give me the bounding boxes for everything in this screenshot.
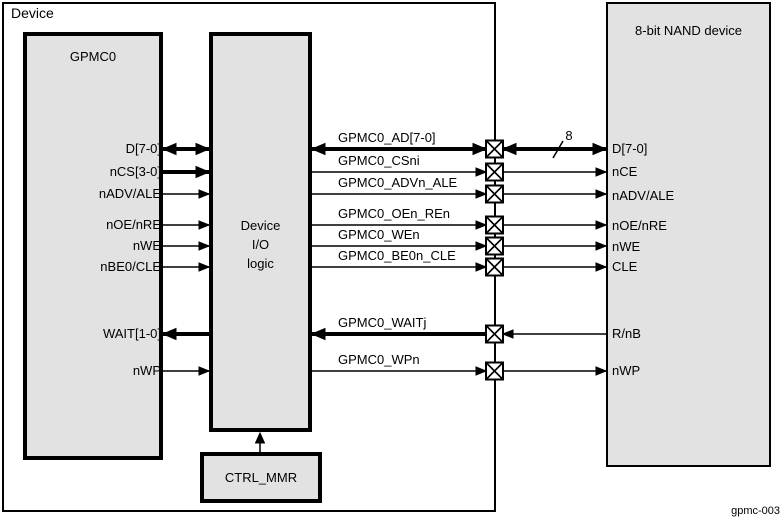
ctrl-mmr-block-title: CTRL_MMR bbox=[224, 470, 298, 485]
nand-pin-label-nwp: nWP bbox=[612, 363, 641, 378]
gpmc-pin-label-d: D[7-0] bbox=[125, 141, 161, 156]
nand-pin-label-d: D[7-0] bbox=[612, 141, 648, 156]
pad-signal-label-wait: GPMC0_WAITj bbox=[338, 315, 427, 330]
pad-signal-label-wp: GPMC0_WPn bbox=[338, 352, 420, 367]
pad-signal-label-adv: GPMC0_ADVn_ALE bbox=[338, 175, 458, 190]
gpmc-pin-label-ncs: nCS[3-0] bbox=[109, 164, 161, 179]
pad-signal-label-cs: GPMC0_CSni bbox=[338, 153, 420, 168]
nand-pin-label-noe: nOE/nRE bbox=[612, 218, 667, 233]
gpmc-pin-label-nwe: nWE bbox=[132, 238, 161, 253]
device-io-logic-title-line1: Device bbox=[240, 218, 281, 233]
gpmc-pin-label-nbe0: nBE0/CLE bbox=[100, 259, 161, 274]
pad-signal-label-oe: GPMC0_OEn_REn bbox=[338, 206, 450, 221]
gpmc0-block bbox=[23, 32, 163, 460]
pad-signal-label-be0: GPMC0_BE0n_CLE bbox=[338, 248, 456, 263]
pad-signal-label-ad: GPMC0_AD[7-0] bbox=[338, 130, 436, 145]
gpmc-pin-label-nwp: nWP bbox=[132, 363, 161, 378]
pad-signal-label-we: GPMC0_WEn bbox=[338, 227, 420, 242]
device-boundary-label: Device bbox=[11, 5, 54, 21]
device-io-logic-title-line2: I/O bbox=[251, 237, 270, 252]
device-io-logic-block bbox=[209, 32, 312, 432]
nand-pin-label-nwe: nWE bbox=[612, 239, 641, 254]
nand-pin-label-rnb: R/nB bbox=[612, 326, 641, 341]
nand-pin-label-nadv: nADV/ALE bbox=[612, 188, 675, 203]
nand-device-block-title: 8-bit NAND device bbox=[635, 23, 742, 38]
gpmc0-block-title: GPMC0 bbox=[69, 49, 117, 64]
nand-pin-label-cle: CLE bbox=[612, 259, 638, 274]
device-io-logic-title-line3: logic bbox=[247, 256, 274, 271]
nand-pin-label-nce: nCE bbox=[612, 164, 638, 179]
figure-id-label: gpmc-003 bbox=[731, 505, 780, 517]
gpmc-pin-label-noe: nOE/nRE bbox=[106, 217, 161, 232]
gpmc-pin-label-wait: WAIT[1-0] bbox=[102, 326, 161, 341]
gpmc-pin-label-nadv: nADV/ALE bbox=[98, 186, 161, 201]
device-io-logic-title: Device I/O logic bbox=[209, 216, 312, 273]
bus-width-label: 8 bbox=[565, 128, 573, 143]
nand-device-block bbox=[606, 2, 771, 467]
ctrl-mmr-block bbox=[200, 452, 322, 503]
bus-width-slash bbox=[552, 140, 564, 159]
